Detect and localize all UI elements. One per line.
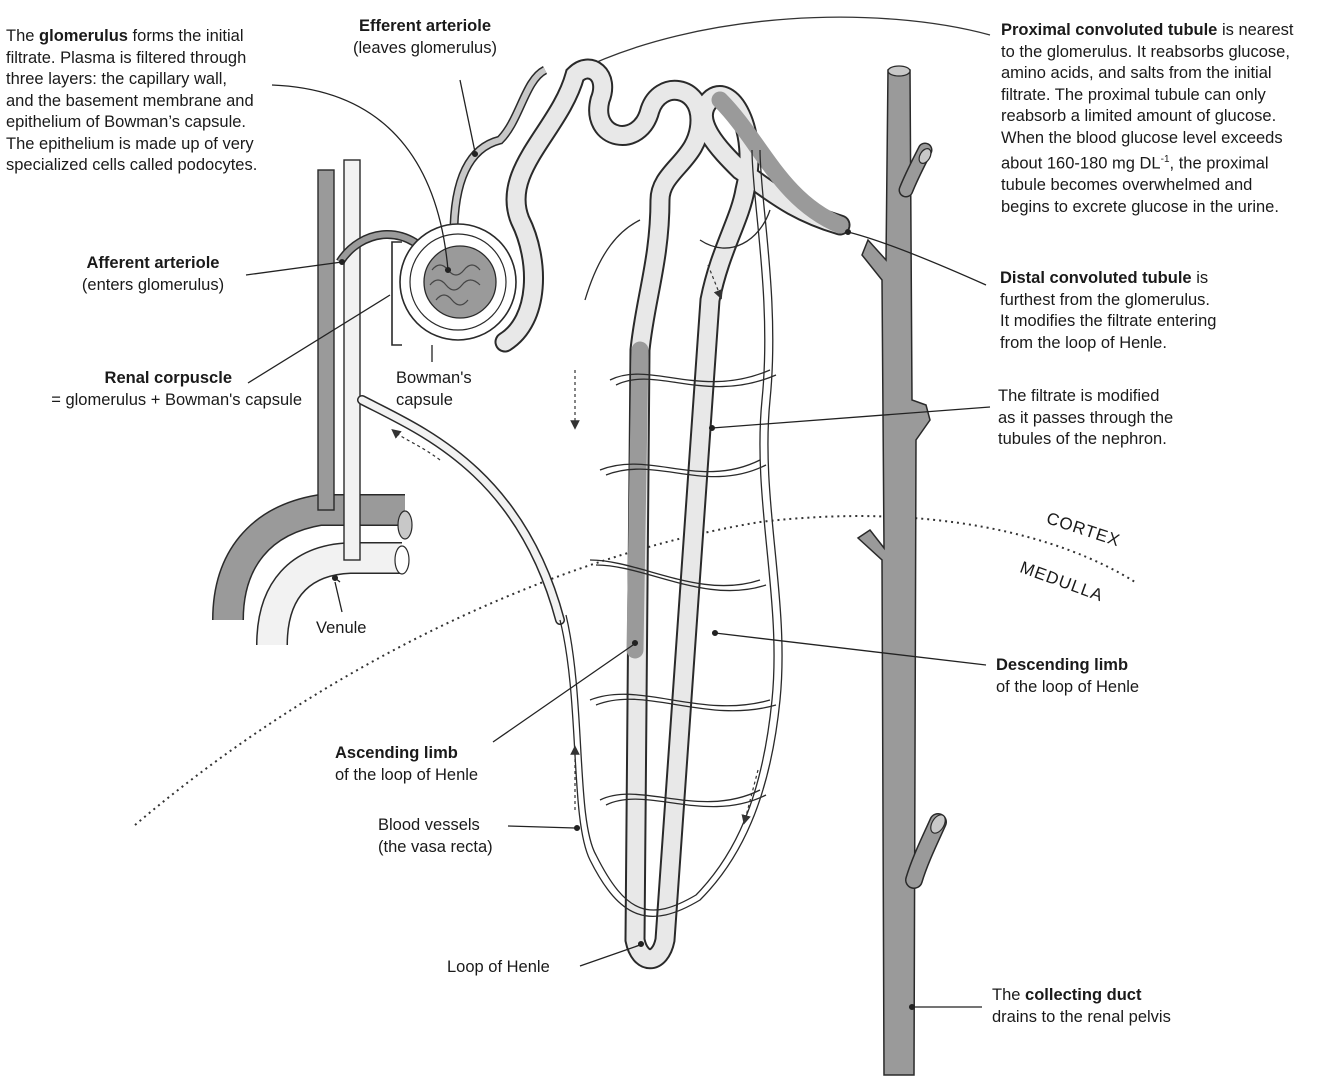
collecting-duct-label: The collecting duct drains to the renal … <box>992 985 1171 1028</box>
distal-tubule-label: Distal convoluted tubule is furthest fro… <box>1000 268 1216 354</box>
renal-corpuscle-label: Renal corpuscle = glomerulus + Bowman's … <box>0 368 302 411</box>
venule-label: Venule <box>316 618 366 640</box>
ascending-limb-label: Ascending limb of the loop of Henle <box>335 743 478 786</box>
bowmans-capsule-label: Bowman's capsule <box>396 368 472 411</box>
efferent-arteriole-label: Efferent arteriole (leaves glomerulus) <box>340 16 510 59</box>
glomerulus-label: The glomerulus forms the initial filtrat… <box>6 26 257 177</box>
glomerulus <box>424 246 496 318</box>
vasa-recta-label: Blood vessels (the vasa recta) <box>378 815 493 858</box>
pct-arc <box>575 17 990 72</box>
loop-of-henle-label: Loop of Henle <box>447 957 550 979</box>
collecting-duct <box>858 66 948 1075</box>
afferent-arteriole-label: Afferent arteriole (enters glomerulus) <box>68 253 238 296</box>
filtrate-label: The filtrate is modified as it passes th… <box>998 386 1173 451</box>
descending-limb-label: Descending limb of the loop of Henle <box>996 655 1139 698</box>
proximal-tubule-label: Proximal convoluted tubule is nearest to… <box>1001 20 1294 218</box>
